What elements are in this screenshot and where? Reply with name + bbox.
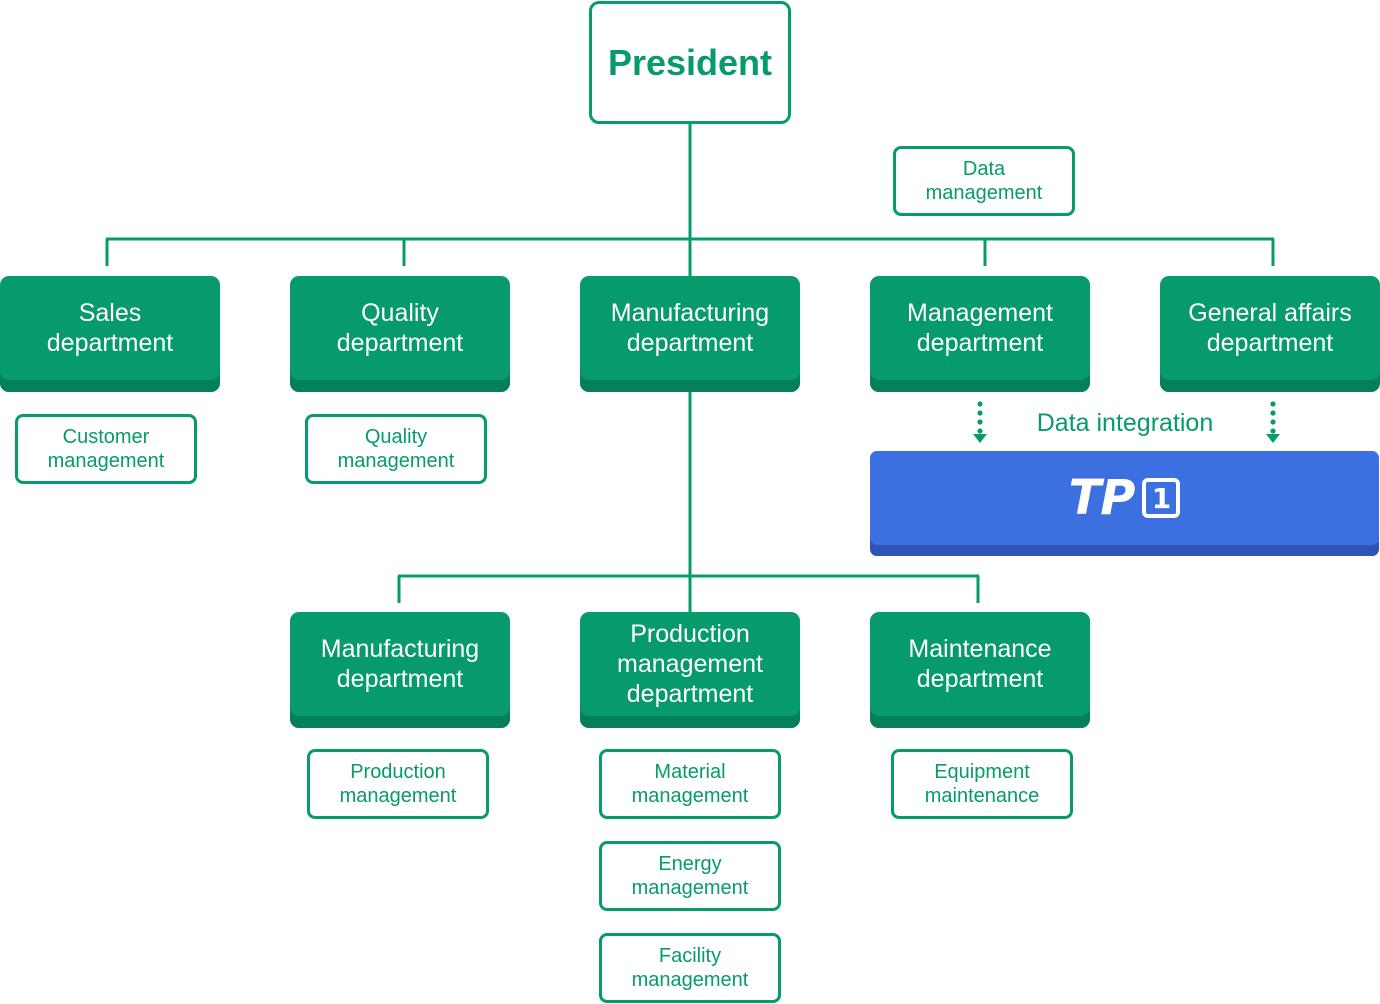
data-integration-label: Data integration (1036, 409, 1214, 437)
equipment-maintenance-box: Equipment maintenance (891, 749, 1073, 819)
dot (1270, 410, 1276, 416)
customer-management-box: Customer management (15, 414, 197, 484)
tp1-system-box: TP 1 (870, 451, 1379, 556)
production-management-department-label: Production management department (617, 620, 763, 708)
arrow-head-management (973, 434, 987, 443)
general-affairs-department-label: General affairs department (1188, 299, 1352, 357)
arrow-head-general-affairs (1266, 434, 1280, 443)
management-department-label: Management department (907, 299, 1053, 357)
manufacturing-department-box: Manufacturing department (580, 276, 800, 392)
unit-manufacturing-department-label: Manufacturing department (320, 635, 480, 693)
dot (977, 428, 983, 434)
production-management-department-box: Production management department (580, 612, 800, 728)
data-management-label: Data management (925, 158, 1043, 204)
energy-management-box: Energy management (599, 841, 781, 911)
dot (1270, 428, 1276, 434)
quality-management-label: Quality management (337, 426, 455, 472)
maintenance-department-box: Maintenance department (870, 612, 1090, 728)
data-management-box: Data management (893, 146, 1075, 216)
tp1-logo-text: TP (1068, 470, 1136, 526)
president-label: President (607, 41, 773, 83)
production-management-label: Production management (339, 761, 457, 807)
quality-department-box: Quality department (290, 276, 510, 392)
tp1-logo-badge: 1 (1142, 478, 1181, 518)
maintenance-department-label: Maintenance department (908, 635, 1052, 693)
energy-management-label: Energy management (631, 853, 749, 899)
facility-management-label: Facility management (631, 945, 749, 991)
general-affairs-department-box: General affairs department (1160, 276, 1380, 392)
manufacturing-department-label: Manufacturing department (610, 299, 770, 357)
quality-department-label: Quality department (336, 299, 464, 357)
quality-management-box: Quality management (305, 414, 487, 484)
dot (977, 419, 983, 425)
unit-manufacturing-department-box: Manufacturing department (290, 612, 510, 728)
production-management-box: Production management (307, 749, 489, 819)
equipment-maintenance-label: Equipment maintenance (924, 761, 1040, 807)
sales-department-label: Sales department (46, 299, 174, 357)
president-box: President (589, 1, 791, 124)
management-department-box: Management department (870, 276, 1090, 392)
sales-department-box: Sales department (0, 276, 220, 392)
dot (977, 410, 983, 416)
material-management-box: Material management (599, 749, 781, 819)
material-management-label: Material management (631, 761, 749, 807)
facility-management-box: Facility management (599, 933, 781, 1003)
dot (977, 401, 983, 407)
customer-management-label: Customer management (47, 426, 165, 472)
dot (1270, 419, 1276, 425)
dot (1270, 401, 1276, 407)
